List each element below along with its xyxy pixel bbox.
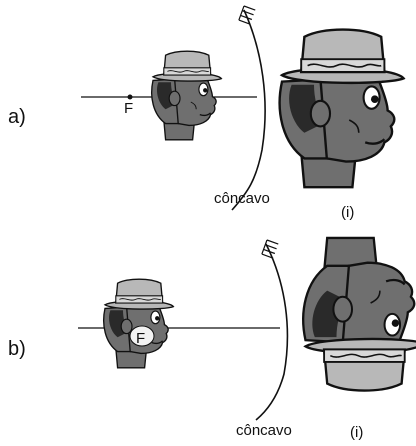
part-label-a: a) [8, 106, 26, 129]
mirror-label-b: côncavo [236, 422, 292, 439]
mirror-hatch-b [262, 240, 278, 258]
concave-mirror-icon-b [256, 244, 287, 420]
image-head-icon [280, 30, 404, 188]
part-b [78, 238, 416, 420]
part-label-b: b) [8, 338, 26, 361]
concave-mirror-icon [232, 10, 265, 210]
image-head-icon-b [303, 238, 416, 391]
object-head-icon-b [104, 279, 174, 368]
mirror-label-a: côncavo [214, 190, 270, 207]
image-label-a: (i) [341, 204, 354, 221]
focus-label-b: F [136, 330, 145, 347]
object-head-icon [152, 51, 222, 140]
image-label-b: (i) [350, 424, 363, 441]
focus-point-a [128, 95, 133, 100]
focus-label-a: F [124, 100, 133, 117]
